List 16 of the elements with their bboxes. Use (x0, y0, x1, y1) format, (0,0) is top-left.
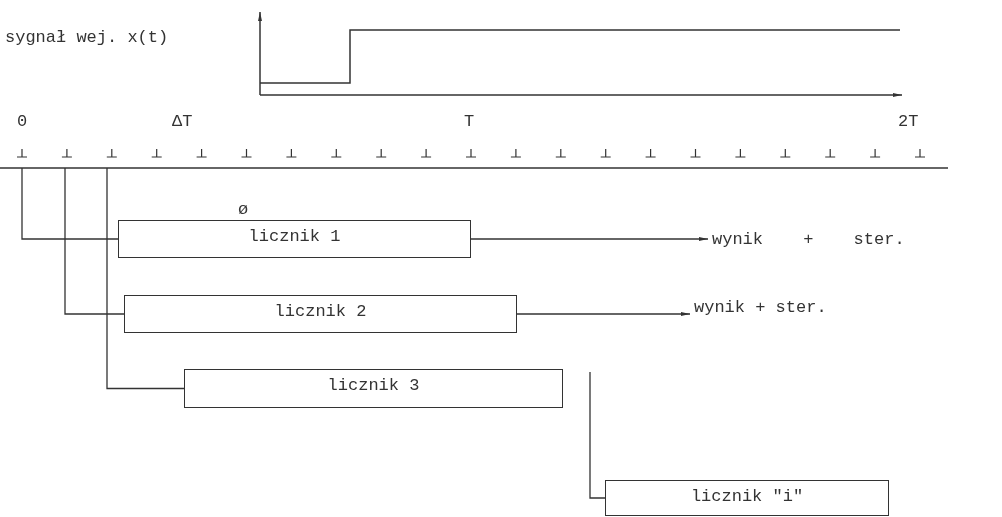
counter-box: licznik 3 (184, 369, 563, 408)
time-label: 0 (17, 112, 28, 132)
output-label: wynik + ster. (694, 298, 844, 320)
counter-box: licznik 2 (124, 295, 517, 333)
counter-box: licznik "i" (605, 480, 889, 516)
arrow (470, 237, 709, 241)
output-label: wynik + ster. (712, 230, 902, 252)
time-axis (0, 148, 949, 169)
trigger-line (589, 371, 606, 499)
symbol-label: ø (238, 200, 249, 220)
arrow (516, 312, 691, 316)
counter-box: licznik 1 (118, 220, 471, 258)
signal-label: sygnał wej. x(t) (5, 28, 169, 48)
time-label: ΔT (172, 112, 193, 132)
time-label: 2T (898, 112, 919, 132)
time-label: T (464, 112, 475, 132)
